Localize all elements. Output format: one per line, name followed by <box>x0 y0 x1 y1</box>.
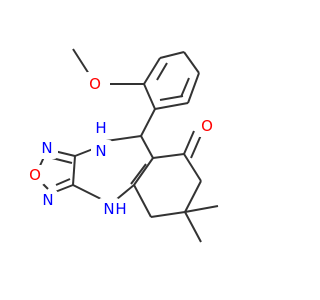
bond-aryl-c4-c5 <box>187 72 200 104</box>
bond-aryl-c6-c1 <box>143 83 156 110</box>
bond-aryl-c3-c4 <box>183 51 200 74</box>
bond-oxadiazole-n2-c <box>54 184 74 193</box>
oxadiazole-oxygen-label: O <box>29 166 41 184</box>
bond-fused-to-ketone-carbon <box>152 153 185 159</box>
bond-aryl-c1-c2 <box>143 57 161 85</box>
bond-ch2-to-quaternary-carbon <box>184 180 202 213</box>
bond-ring-carbon-to-upper-n <box>105 135 142 142</box>
bond-ketone-carbon-to-o-1 <box>183 130 195 155</box>
bond-fused-double-bond-outer <box>133 157 154 186</box>
methoxy-oxygen-label: O <box>89 75 101 93</box>
bond-ring-ch2-to-fused-carbon <box>133 184 152 218</box>
lower-nh-nitrogen-label: N <box>103 200 114 218</box>
ketone-oxygen-label: O <box>201 117 213 135</box>
bond-upper-n-to-oxadiazole <box>74 148 94 157</box>
bond-oxadiazole-n2-c-double <box>55 178 71 186</box>
bond-fused-double-bond-inner <box>130 163 147 185</box>
oxadiazole-nitrogen-lower-label: N <box>42 191 53 209</box>
atom-labels: O N H N H N O N O <box>29 75 213 218</box>
bond-aryl-c2-c3 <box>159 51 185 59</box>
bond-gem-dimethyl-lower <box>184 211 202 243</box>
molecule-structure-diagram: O N H N H N O N O <box>25 48 219 243</box>
bond-aryl-c5-c6 <box>154 102 189 110</box>
upper-nh-hydrogen-label: H <box>95 119 106 137</box>
lower-nh-hydrogen-label: H <box>115 200 126 218</box>
upper-nh-nitrogen-label: N <box>95 142 106 160</box>
oxadiazole-nitrogen-upper-label: N <box>41 139 52 157</box>
bond-oxadiazole-c-c <box>72 155 76 186</box>
bond-aryl-inner-2 <box>180 77 190 98</box>
bond-ketone-carbon-to-o-2 <box>190 134 202 159</box>
bond-ketone-carbon-to-ch2 <box>183 153 202 182</box>
bond-lines <box>37 48 219 243</box>
bond-aryl-to-ring-carbon <box>140 108 156 137</box>
bond-quaternary-to-ring-ch2 <box>150 211 186 218</box>
bond-aryl-inner-1 <box>156 62 168 81</box>
bond-gem-dimethyl-upper <box>184 205 219 213</box>
bond-ring-carbon-to-fused-carbon <box>140 135 154 159</box>
bond-lower-n-to-ring-carbon <box>116 184 135 200</box>
bond-aryl-inner-3 <box>159 95 184 101</box>
bond-methyl-methoxy-o <box>72 48 90 75</box>
atom-label-masks <box>25 72 218 220</box>
